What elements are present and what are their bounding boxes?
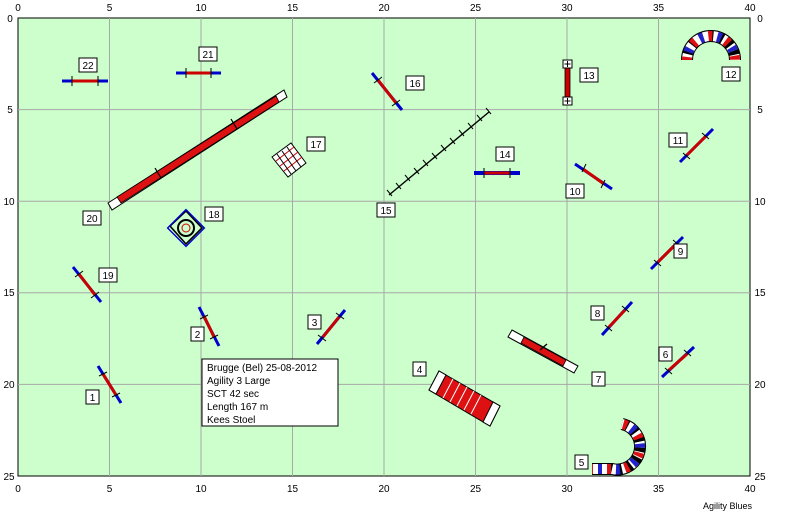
y-tick: 20 (754, 380, 766, 391)
jump-10 (574, 162, 613, 191)
obstacle-number-5: 5 (579, 458, 585, 469)
y-tick: 0 (757, 14, 763, 25)
x-tick: 5 (107, 3, 113, 14)
obstacle-number-16: 16 (409, 79, 421, 90)
obstacle-17 (271, 142, 307, 178)
jump-11 (678, 127, 715, 164)
bottom-axis: 0 5 10 15 20 25 30 35 40 (15, 484, 756, 495)
obstacle-number-15: 15 (380, 206, 392, 217)
obstacle-number-12: 12 (725, 70, 737, 81)
jump-22 (62, 76, 108, 86)
y-tick: 15 (3, 288, 15, 299)
left-axis: 0 5 10 15 20 25 (3, 14, 15, 483)
jump-2 (197, 306, 221, 347)
brand-label: Agility Blues (703, 501, 753, 511)
course-info-box: Brugge (Bel) 25-08-2012 Agility 3 Large … (201, 358, 339, 427)
obstacle-number-22: 22 (82, 61, 94, 72)
x-tick: 10 (195, 484, 207, 495)
jump-19 (71, 266, 103, 303)
x-tick: 40 (744, 484, 756, 495)
x-tick: 20 (378, 484, 390, 495)
obstacle-number-6: 6 (663, 350, 669, 361)
y-tick: 25 (3, 472, 15, 483)
jump-1 (96, 365, 123, 404)
dog-walk-20 (107, 89, 288, 211)
x-tick: 20 (378, 3, 390, 14)
info-sct: SCT 42 sec (207, 389, 259, 400)
x-tick: 25 (470, 484, 482, 495)
weave-poles-15 (386, 107, 492, 197)
y-tick: 25 (754, 472, 766, 483)
x-tick: 10 (195, 3, 207, 14)
right-axis: 0 5 10 15 20 25 (754, 14, 766, 483)
jump-3 (315, 309, 347, 345)
obstacle-number-18: 18 (208, 210, 220, 221)
info-length: Length 167 m (207, 402, 268, 413)
obstacle-number-21: 21 (202, 50, 214, 61)
jump-16 (370, 72, 404, 111)
info-event: Brugge (Bel) 25-08-2012 (207, 363, 318, 374)
x-tick: 35 (653, 3, 665, 14)
obstacle-number-14: 14 (499, 150, 511, 161)
grid (18, 18, 750, 476)
x-tick: 0 (15, 3, 21, 14)
y-tick: 0 (7, 14, 13, 25)
obstacle-number-4: 4 (417, 365, 423, 376)
obstacle-number-9: 9 (678, 247, 684, 258)
jump-6 (660, 345, 696, 379)
tunnel-5 (592, 418, 647, 476)
x-tick: 15 (287, 3, 299, 14)
number-labels: 1 2 3 4 5 6 7 8 9 10 11 12 13 14 15 16 1 (78, 46, 741, 470)
jump-8 (600, 300, 634, 337)
x-tick: 0 (15, 484, 21, 495)
obstacle-13 (562, 59, 573, 106)
y-tick: 10 (754, 197, 766, 208)
x-tick: 30 (561, 484, 573, 495)
jump-14 (474, 168, 520, 178)
obstacle-number-20: 20 (86, 214, 98, 225)
obstacle-number-1: 1 (90, 393, 96, 404)
obstacle-number-11: 11 (673, 136, 684, 147)
y-tick: 20 (3, 380, 15, 391)
x-tick: 35 (653, 484, 665, 495)
obstacle-number-2: 2 (195, 330, 201, 341)
info-judge: Kees Stoel (207, 415, 255, 426)
y-tick: 5 (7, 105, 13, 116)
x-tick: 30 (561, 3, 573, 14)
y-tick: 15 (754, 288, 766, 299)
obstacle-number-19: 19 (102, 271, 114, 282)
tunnel-12 (681, 30, 741, 61)
x-tick: 15 (287, 484, 299, 495)
seesaw-7 (507, 329, 579, 374)
obstacle-number-7: 7 (596, 375, 602, 386)
chute-4 (428, 370, 501, 427)
obstacle-number-17: 17 (310, 140, 322, 151)
x-tick: 40 (744, 3, 756, 14)
obstacle-number-10: 10 (569, 187, 581, 198)
obstacle-number-13: 13 (583, 71, 595, 82)
top-axis: 0 5 10 15 20 25 30 35 40 (15, 3, 756, 14)
x-tick: 5 (107, 484, 113, 495)
y-tick: 5 (757, 105, 763, 116)
jump-21 (176, 68, 221, 78)
tyre-18 (166, 208, 206, 248)
x-tick: 25 (470, 3, 482, 14)
info-class: Agility 3 Large (207, 376, 271, 387)
obstacle-number-3: 3 (312, 318, 318, 329)
y-tick: 10 (3, 197, 15, 208)
obstacle-number-8: 8 (595, 309, 601, 320)
